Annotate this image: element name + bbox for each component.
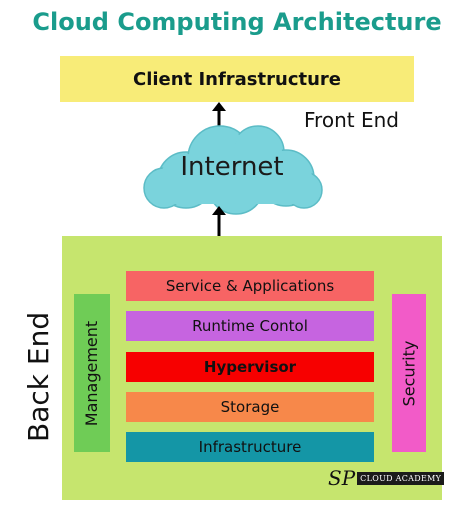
layer-infrastructure: Infrastructure	[126, 432, 374, 462]
layer-service-applications: Service & Applications	[126, 271, 374, 301]
layer-label: Infrastructure	[198, 438, 302, 456]
diagram-title: Cloud Computing Architecture	[32, 8, 442, 36]
front-end-label: Front End	[304, 108, 399, 132]
internet-label: Internet	[180, 152, 284, 182]
management-bar: Management	[74, 294, 110, 452]
layer-storage: Storage	[126, 392, 374, 422]
security-bar: Security	[392, 294, 426, 452]
internet-cloud-icon	[140, 122, 324, 218]
layer-label: Storage	[220, 398, 280, 416]
layer-label: Service & Applications	[165, 277, 335, 295]
management-label: Management	[82, 320, 102, 426]
client-infrastructure-box: Client Infrastructure	[60, 56, 414, 102]
layer-label: Runtime Contol	[192, 317, 308, 335]
back-end-label: Back End	[22, 311, 55, 442]
security-label: Security	[399, 340, 419, 406]
sp-cloud-academy-logo: SP CLOUD ACADEMY	[328, 466, 445, 490]
client-infrastructure-label: Client Infrastructure	[133, 68, 341, 90]
logo-initials: SP	[328, 466, 356, 490]
layer-runtime-control: Runtime Contol	[126, 311, 374, 341]
layer-label: Hypervisor	[203, 358, 297, 376]
layer-hypervisor: Hypervisor	[126, 352, 374, 382]
logo-text: CLOUD ACADEMY	[357, 471, 445, 485]
